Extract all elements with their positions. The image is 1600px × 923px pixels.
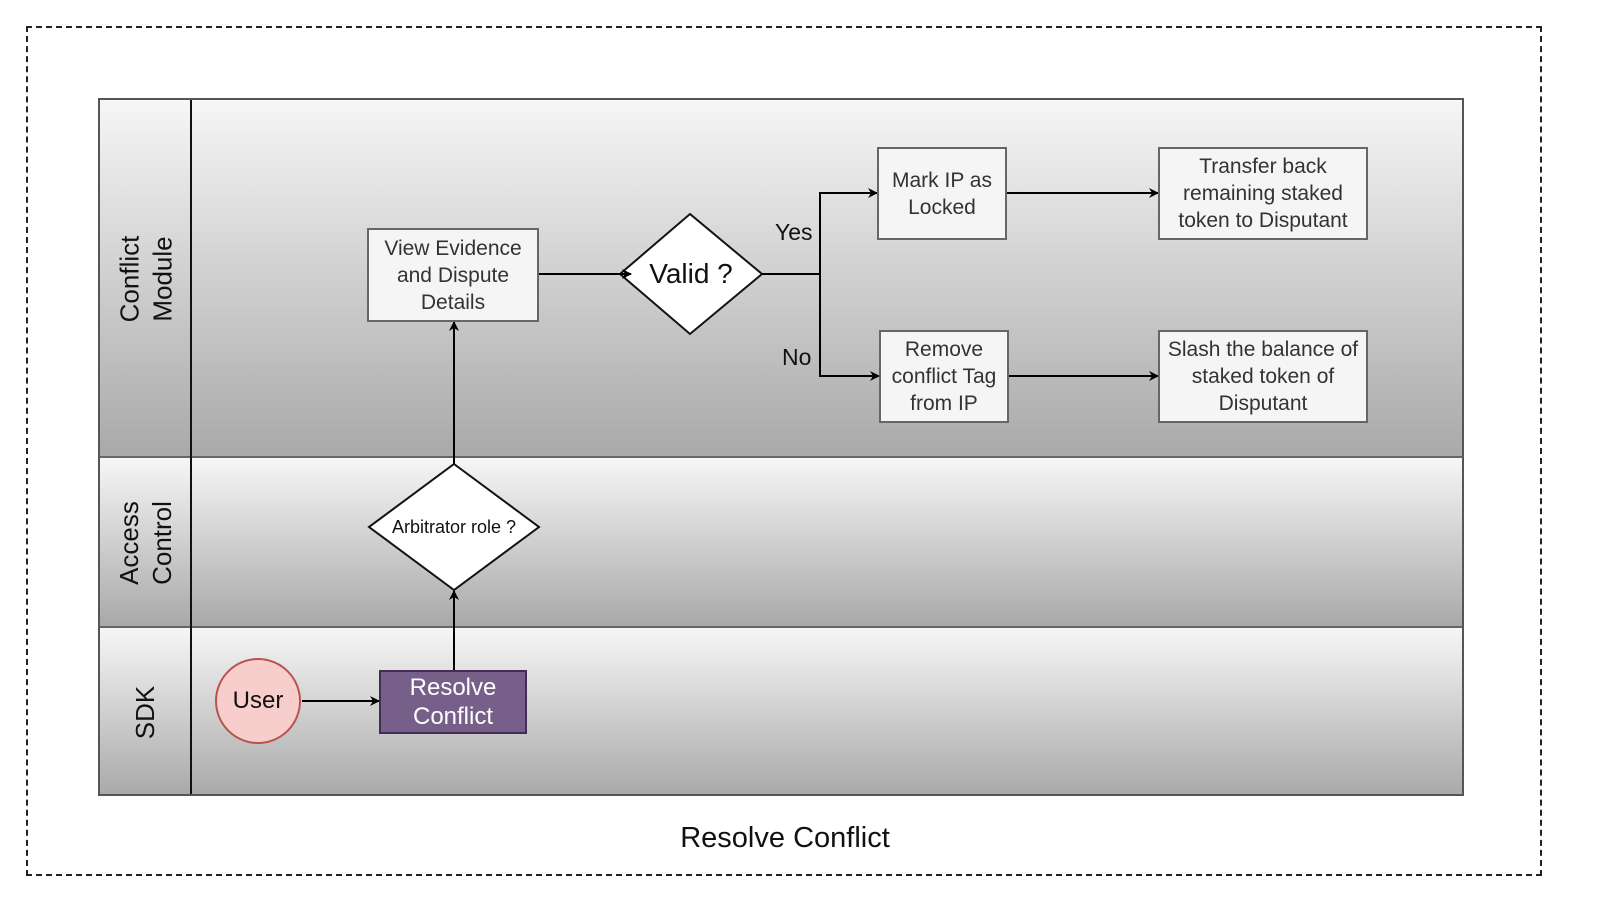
edge-valid-no (762, 273, 880, 381)
diagram-caption: Resolve Conflict (680, 822, 890, 854)
view-evidence-node[interactable]: View Evidence and Dispute Details (367, 228, 539, 322)
view-evidence-label: View Evidence and Dispute Details (384, 236, 522, 314)
edge-label-yes: Yes (775, 219, 813, 245)
slash-balance-label: Slash the balance of staked token of Dis… (1167, 338, 1359, 415)
valid-decision-label-wrap: Valid ? (620, 252, 762, 296)
lane-sdk (100, 628, 1462, 794)
mark-ip-locked-node[interactable]: Mark IP as Locked (877, 147, 1007, 240)
transfer-back-node[interactable]: Transfer back remaining staked token to … (1158, 147, 1368, 240)
lane-access-control (100, 458, 1462, 628)
resolve-conflict-label: Resolve Conflict (409, 674, 497, 730)
arbitrator-decision-label-wrap: Arbitrator role ? (369, 507, 539, 547)
lane-header-divider (190, 100, 192, 794)
edge-label-no: No (782, 344, 812, 370)
remove-conflict-tag-label: Remove conflict Tag from IP (891, 338, 997, 415)
resolve-conflict-node[interactable]: Resolve Conflict (379, 670, 527, 734)
remove-conflict-tag-node[interactable]: Remove conflict Tag from IP (879, 330, 1009, 423)
user-start-node[interactable]: User (215, 658, 301, 744)
valid-decision-label: Valid ? (649, 258, 733, 289)
user-label: User (232, 687, 284, 714)
mark-ip-locked-label: Mark IP as Locked (892, 168, 992, 219)
valid-decision-diamond[interactable] (618, 212, 764, 336)
arbitrator-decision-label: Arbitrator role ? (391, 516, 517, 537)
diagram-frame (26, 26, 1542, 876)
transfer-back-label: Transfer back remaining staked token to … (1178, 155, 1348, 232)
slash-balance-node[interactable]: Slash the balance of staked token of Dis… (1158, 330, 1368, 423)
